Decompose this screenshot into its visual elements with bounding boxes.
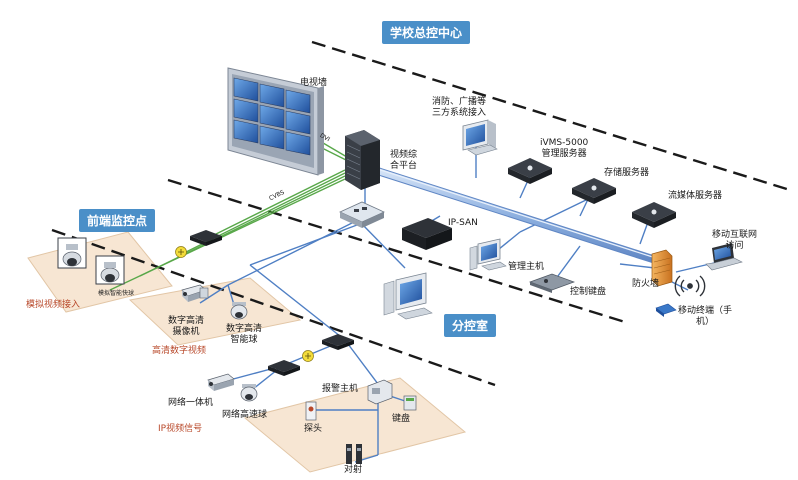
label-hd-digital-video: 高清数字视频 — [152, 346, 207, 356]
alarm-host-device — [367, 379, 393, 405]
divider-line-middle — [167, 178, 626, 324]
label-mobile-access: 移动互联网 访问 — [712, 230, 758, 251]
ipsan-device — [402, 218, 452, 250]
divider-line-bottom — [51, 228, 496, 387]
third-party-workstation — [462, 119, 498, 156]
label-video-platform: 视频综 合平台 — [390, 150, 418, 171]
storage-server-device — [572, 178, 616, 204]
label-mobile-terminal: 移动终端（手 机） — [678, 306, 733, 327]
management-host-device — [469, 238, 507, 271]
label-network-dome: 网络高速球 — [222, 410, 268, 420]
analog-dome-camera-1 — [57, 237, 87, 269]
label-third-party: 消防、广播等 三方系统接入 — [432, 97, 487, 118]
laptop-device — [705, 243, 743, 271]
hd-dome-camera — [230, 302, 248, 320]
ivms-server-device — [508, 158, 552, 184]
caption-analog-dome: 模拟智能快球 — [98, 290, 135, 297]
label-storage-server: 存储服务器 — [604, 168, 650, 178]
mobile-phone-device — [655, 303, 677, 317]
video-platform-device — [345, 130, 380, 190]
optical-converter-2 — [302, 350, 314, 362]
beam-detector-device — [346, 444, 362, 464]
probe-sensor-device — [305, 401, 317, 421]
network-backbone — [364, 164, 666, 266]
label-ipsan: IP-SAN — [448, 218, 478, 228]
zone-badge-center: 学校总控中心 — [382, 21, 471, 44]
encoder-device-3 — [268, 360, 300, 376]
label-hd-dome: 数字高清 智能球 — [226, 324, 263, 345]
core-switch-device — [339, 201, 385, 228]
encoder-device-2 — [322, 334, 354, 350]
subcontrol-workstation — [383, 272, 433, 320]
network-dome-camera — [240, 384, 258, 402]
label-analog-access: 模拟视频接入 — [26, 300, 81, 310]
zone-area-hd — [128, 277, 302, 346]
label-ip-video: IP视频信号 — [158, 424, 203, 434]
label-video-wall: 电视墙 — [300, 78, 328, 88]
optical-converter-1 — [175, 246, 187, 258]
label-probe: 探头 — [304, 424, 323, 434]
video-wall-device — [227, 67, 324, 176]
alarm-keyboard-device — [403, 395, 417, 411]
hd-box-camera — [181, 284, 209, 302]
label-firewall: 防火墙 — [632, 279, 660, 289]
zone-badge-subcontrol: 分控室 — [444, 314, 497, 337]
wireless-signal-icon — [674, 275, 706, 297]
label-keyboard: 控制键盘 — [570, 287, 607, 297]
label-stream-server: 流媒体服务器 — [668, 191, 723, 201]
control-keyboard-device — [528, 273, 576, 293]
label-beam: 对射 — [344, 465, 363, 475]
network-box-camera — [207, 373, 235, 391]
label-alarm-keyboard: 键盘 — [392, 414, 411, 424]
zone-badge-frontend: 前端监控点 — [79, 209, 156, 232]
label-network-camera: 网络一体机 — [168, 398, 214, 408]
encoder-device-1 — [190, 230, 222, 246]
firewall-device — [651, 249, 673, 287]
label-alarm-host: 报警主机 — [322, 384, 359, 394]
streaming-server-device — [632, 202, 676, 228]
label-hd-camera: 数字高清 摄像机 — [168, 316, 205, 337]
label-mgmt-host: 管理主机 — [508, 262, 545, 272]
analog-dome-camera-2 — [95, 255, 125, 285]
label-ivms: iVMS-5000 管理服务器 — [540, 138, 589, 159]
